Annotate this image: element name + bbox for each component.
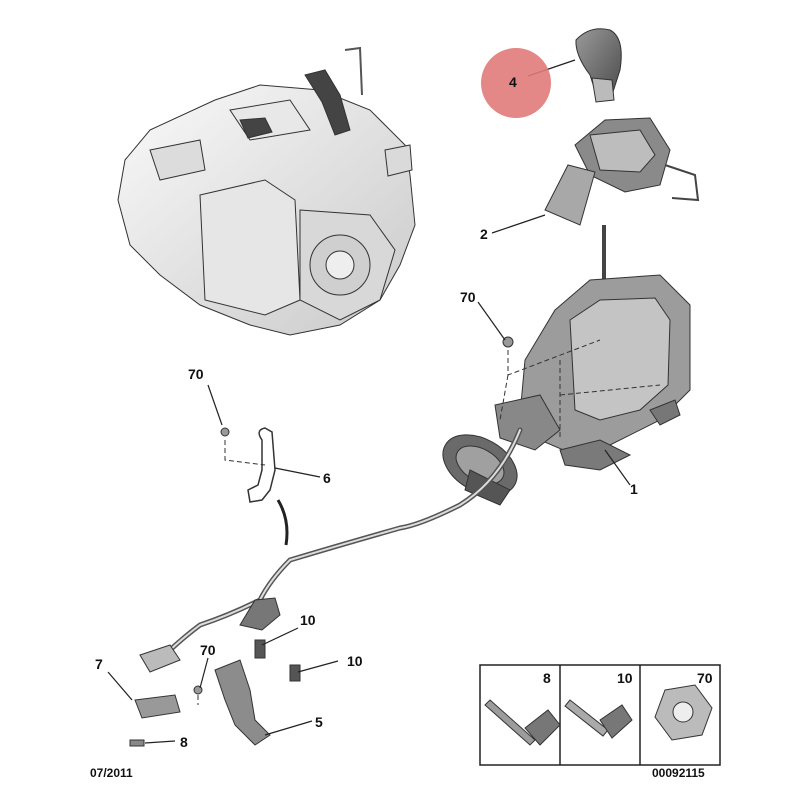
callout-10-b: 10 <box>347 653 363 669</box>
callout-70-bottom: 70 <box>200 642 216 658</box>
legend-label-10: 10 <box>617 670 633 686</box>
shifter-housing-illustration <box>494 274 691 471</box>
bolt-10-icon <box>564 699 633 739</box>
legend-label-8: 8 <box>543 670 551 686</box>
legend-label-70: 70 <box>697 670 713 686</box>
callout-7: 7 <box>95 656 103 672</box>
footer-date: 07/2011 <box>90 766 133 780</box>
gearbox-illustration <box>117 46 416 336</box>
highlight-circle <box>481 48 551 118</box>
cable-end-lever-illustration <box>134 597 281 746</box>
callout-10-a: 10 <box>300 612 316 628</box>
callout-1: 1 <box>630 481 638 497</box>
callout-5: 5 <box>315 714 323 730</box>
callout-70-left: 70 <box>188 366 204 382</box>
footer-code: 00092115 <box>652 766 705 780</box>
bolt-illustration <box>129 336 514 747</box>
assembly-dashed-lines <box>197 339 661 705</box>
callout-6: 6 <box>323 470 331 486</box>
callout-8: 8 <box>180 734 188 750</box>
callout-4: 4 <box>509 74 517 90</box>
gate-cover-illustration <box>544 117 700 226</box>
fasteners-legend-box <box>479 664 721 766</box>
bracket-clip-illustration <box>247 427 289 546</box>
gear-knob-illustration <box>575 28 622 103</box>
callout-70-top: 70 <box>460 289 476 305</box>
nut-70-icon <box>654 684 713 741</box>
callout-2: 2 <box>480 226 488 242</box>
bolt-8-icon <box>484 699 561 746</box>
